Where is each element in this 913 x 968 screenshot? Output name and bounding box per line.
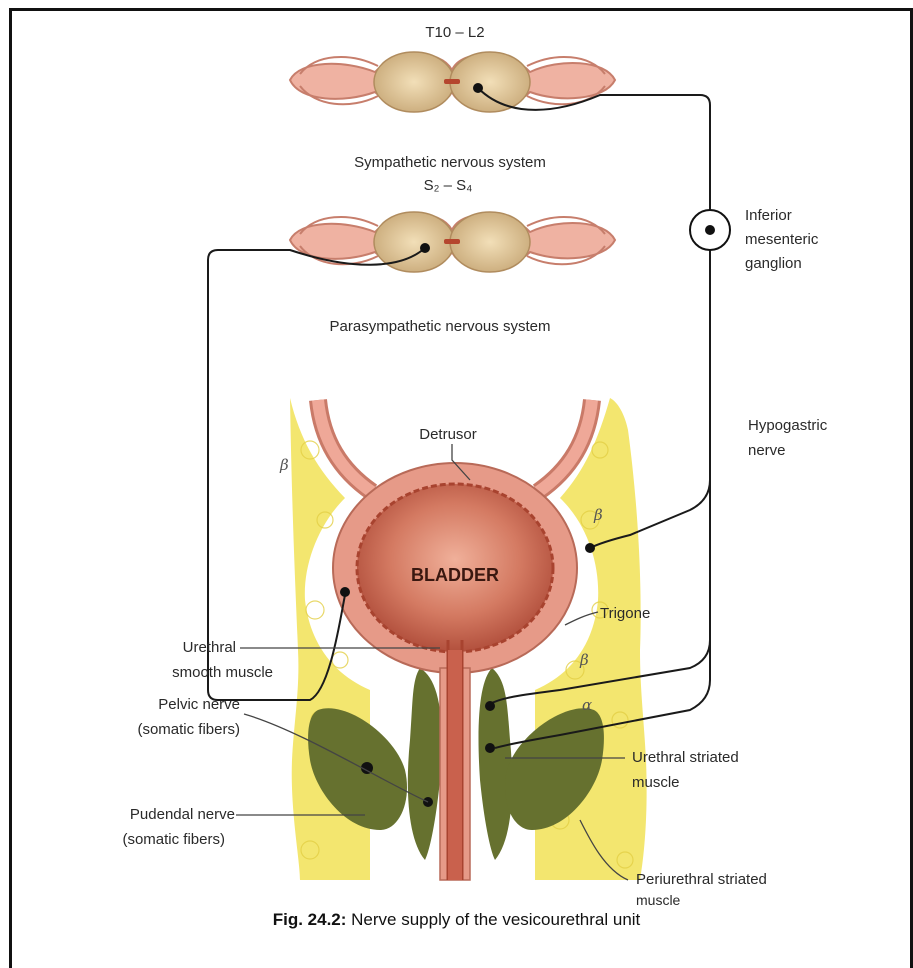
label-ganglion-line2: mesenteric — [745, 231, 819, 248]
label-hypogastric-line2: nerve — [748, 442, 786, 459]
label-periurethral-line2: muscle — [636, 892, 681, 905]
label-pudendal-line1: Pudendal nerve — [130, 806, 235, 823]
label-periurethral-line1: Periurethral striated — [636, 871, 767, 888]
label-pelvic-line1: Pelvic nerve — [158, 696, 240, 713]
label-beta-right-lower: β — [579, 651, 589, 669]
label-pelvic-line2: (somatic fibers) — [137, 721, 240, 738]
label-parasympathetic: Parasympathetic nervous system — [330, 318, 551, 335]
label-bladder: BLADDER — [411, 565, 499, 585]
label-urethral-striated-line1: Urethral striated — [632, 749, 739, 766]
label-t10-l2: T10 – L2 — [425, 24, 484, 41]
label-detrusor: Detrusor — [419, 426, 477, 443]
label-urethral-smooth-line2: smooth muscle — [172, 664, 273, 681]
caption-number: Fig. 24.2: — [273, 910, 347, 929]
nerve-supply-diagram: T10 – L2 Sympathetic nervous system S₂ –… — [0, 0, 913, 905]
label-ganglion-line1: Inferior — [745, 207, 792, 224]
label-ganglion-line3: ganglion — [745, 255, 802, 272]
label-trigone: Trigone — [600, 605, 650, 622]
label-urethral-striated-line2: muscle — [632, 774, 680, 791]
label-alpha: α — [582, 696, 592, 714]
label-hypogastric-line1: Hypogastric — [748, 417, 828, 434]
label-urethral-smooth-line1: Urethral — [183, 639, 236, 656]
label-pudendal-line2: (somatic fibers) — [122, 831, 225, 848]
label-s2-s4: S₂ – S₄ — [424, 177, 473, 194]
spinal-cord-thoracolumbar — [290, 52, 615, 112]
caption-text: Nerve supply of the vesicourethral unit — [346, 910, 640, 929]
label-beta-right-upper: β — [593, 506, 603, 524]
label-beta-left: β — [279, 456, 289, 474]
figure-caption: Fig. 24.2: Nerve supply of the vesicoure… — [0, 910, 913, 930]
label-sympathetic: Sympathetic nervous system — [354, 154, 546, 171]
